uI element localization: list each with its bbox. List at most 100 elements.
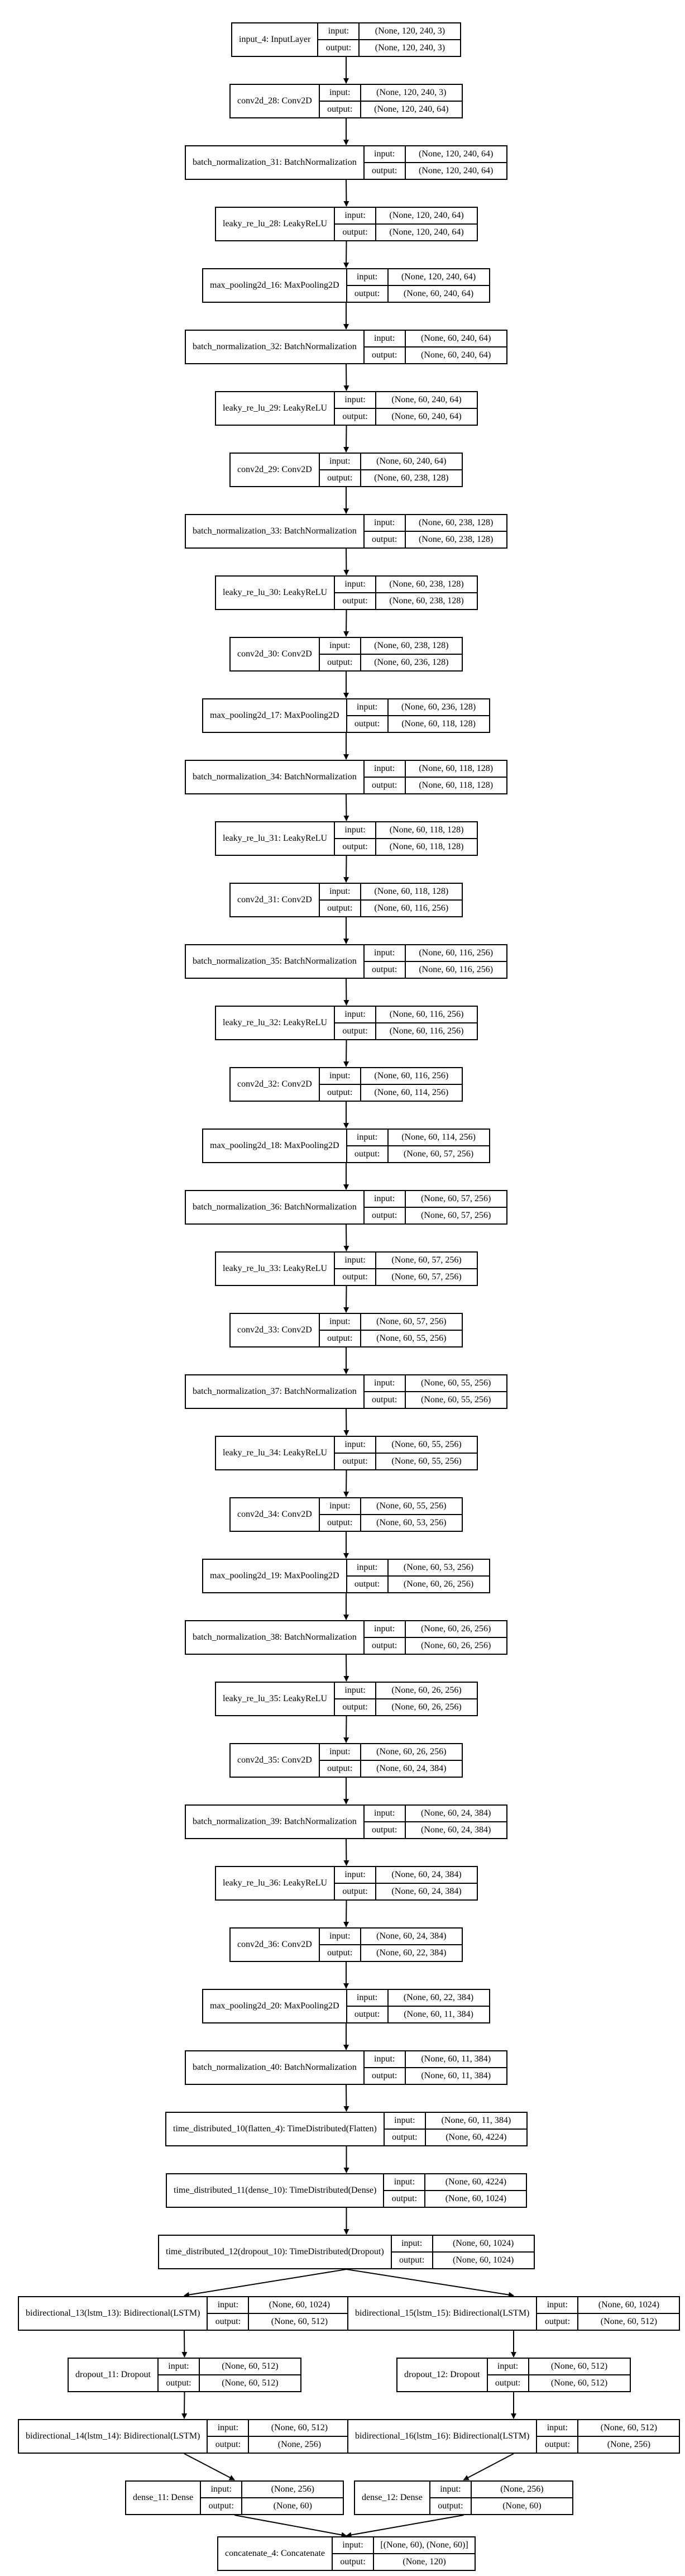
output-label: output: xyxy=(365,163,406,179)
output-label: output: xyxy=(320,1331,361,1346)
output-shape: (None, 60, 116, 256) xyxy=(389,1026,464,1036)
edge-n41-n43 xyxy=(184,2453,235,2480)
input-shape: (None, 60, 114, 256) xyxy=(401,1132,476,1142)
edge-n36-n38 xyxy=(346,2269,514,2298)
input-label: input: xyxy=(335,392,377,408)
output-row: output: (None, 60, 512) xyxy=(487,2374,630,2391)
layer-name: concatenate_4: Concatenate xyxy=(218,2537,333,2570)
layer-shape-table: input:(None, 60, 240, 64)output:(None, 6… xyxy=(364,331,506,363)
output-label: output: xyxy=(201,2498,243,2514)
input-shape: (None, 60, 512) xyxy=(550,2361,608,2371)
input-row: input:(None, 120, 240, 64) xyxy=(347,269,489,285)
input-label: input: xyxy=(365,146,406,162)
output-row: output:(None, 60, 55, 256) xyxy=(319,1330,462,1346)
output-shape: (None, 120, 240, 64) xyxy=(374,104,449,114)
output-shape: (None, 60, 238, 128) xyxy=(374,473,449,483)
layer-node-batch-normalization-32: batch_normalization_32: BatchNormalizati… xyxy=(185,330,507,364)
output-label: output: xyxy=(537,2314,579,2330)
input-shape: (None, 60, 53, 256) xyxy=(403,1563,474,1572)
output-shape: (None, 60, 118, 128) xyxy=(389,842,464,851)
layer-shape-table: input:(None, 60, 116, 256)output:(None, … xyxy=(335,1007,477,1039)
input-label: input: xyxy=(385,2113,426,2129)
input-label: input: xyxy=(384,2174,426,2190)
input-shape: (None, 60, 1024) xyxy=(269,2300,330,2310)
layer-shape-table: input:(None, 60, 26, 256)output:(None, 6… xyxy=(319,1744,462,1777)
output-shape: (None, 60, 512) xyxy=(222,2378,279,2388)
edge-n3-n4 xyxy=(343,241,349,268)
input-row: input:(None, 60, 118, 128) xyxy=(320,884,462,899)
edge-n6-n7 xyxy=(343,425,349,453)
output-row: output:(None, 60, 24, 384) xyxy=(364,1821,506,1838)
input-shape: (None, 60, 24, 384) xyxy=(421,1808,491,1818)
layer-shape-table: input:(None, 60, 11, 384)output:(None, 6… xyxy=(384,2113,526,2145)
layer-name: batch_normalization_40: BatchNormalizati… xyxy=(186,2051,365,2084)
input-row: input:(None, 60, 116, 256) xyxy=(335,1007,477,1022)
output-row: output: (None, 60, 512) xyxy=(158,2374,300,2391)
output-label: output: xyxy=(159,2375,200,2391)
output-row: output:(None, 60, 55, 256) xyxy=(335,1453,477,1469)
input-shape: (None, 120, 240, 64) xyxy=(419,149,494,159)
input-label: input: xyxy=(488,2359,529,2374)
output-label: output: xyxy=(392,2253,433,2268)
layer-shape-table: input:(None, 120, 240, 64)output:(None, … xyxy=(347,269,489,302)
output-shape: (None, 60, 116, 256) xyxy=(419,965,494,974)
layer-name: batch_normalization_37: BatchNormalizati… xyxy=(186,1375,365,1408)
output-row: output:(None, 60, 1024) xyxy=(391,2251,534,2268)
input-shape: (None, 60, 55, 256) xyxy=(421,1378,491,1388)
layer-shape-table: input:(None, 60, 512)output:(None, 256) xyxy=(537,2420,679,2453)
input-label: input: xyxy=(347,1130,389,1145)
input-shape: (None, 60, 26, 256) xyxy=(391,1685,462,1695)
output-row: output:(None, 60, 118, 128) xyxy=(335,838,477,855)
output-label: output: xyxy=(320,655,361,670)
input-shape: (None, 60, 55, 256) xyxy=(376,1501,447,1511)
input-label: input: xyxy=(320,638,361,654)
output-row: output:(None, 60, 11, 384) xyxy=(347,2006,489,2022)
layer-name: conv2d_34: Conv2D xyxy=(231,1498,320,1531)
input-row: input:(None, 60, 11, 384) xyxy=(385,2113,526,2129)
input-label: input: xyxy=(320,454,361,469)
layer-shape-table: input:(None, 60, 118, 128)output:(None, … xyxy=(335,822,477,855)
layer-node-batch-normalization-37: batch_normalization_37: BatchNormalizati… xyxy=(185,1374,507,1409)
output-row: output:(None, 60) xyxy=(430,2497,572,2514)
output-label: output: xyxy=(365,347,406,363)
output-shape: (None, 60, 512) xyxy=(550,2378,608,2388)
input-label: input: xyxy=(365,945,406,961)
output-row: output:(None, 60, 118, 128) xyxy=(347,715,489,732)
layer-shape-table: input:(None, 60, 116, 256)output:(None, … xyxy=(319,1068,462,1101)
input-shape: (None, 120, 240, 64) xyxy=(389,211,464,220)
edge-n22-n23 xyxy=(343,1408,349,1436)
layer-shape-table: input:(None, 60, 118, 128)output:(None, … xyxy=(319,884,462,916)
layer-shape-table: input:(None, 60, 57, 256)output:(None, 6… xyxy=(335,1253,477,1285)
output-label: output: xyxy=(365,778,406,793)
input-label: input: xyxy=(159,2359,200,2374)
layer-node-time-distributed-10-flatten-4: time_distributed_10(flatten_4): TimeDist… xyxy=(165,2112,528,2146)
layer-shape-table: input:(None, 120, 240, 64)output:(None, … xyxy=(364,146,506,179)
input-row: input:(None, 60, 11, 384) xyxy=(365,2051,506,2067)
input-row: input: (None, 60, 512) xyxy=(488,2359,630,2374)
layer-shape-table: input:(None, 60, 55, 256)output:(None, 6… xyxy=(335,1437,477,1469)
output-row: output:(None, 256) xyxy=(208,2436,350,2453)
output-label: output: xyxy=(488,2375,529,2391)
input-shape: (None, 60, 1024) xyxy=(452,2239,514,2248)
output-label: output: xyxy=(365,1208,406,1223)
output-row: output:(None, 60, 512) xyxy=(537,2313,679,2330)
input-label: input: xyxy=(365,331,406,346)
edge-n36-n37 xyxy=(184,2269,347,2298)
output-label: output: xyxy=(335,1699,377,1715)
input-label: input: xyxy=(208,2420,250,2436)
input-row: input:(None, 120, 240, 3) xyxy=(318,23,460,39)
input-shape: (None, 120, 240, 3) xyxy=(375,26,446,36)
layer-node-bidirectional-15-lstm-15: bidirectional_15(lstm_15): Bidirectional… xyxy=(347,2296,681,2331)
layer-shape-table: input:(None, 60, 24, 384)output:(None, 6… xyxy=(364,1806,506,1838)
input-label: input: xyxy=(335,1007,377,1022)
layer-name: leaky_re_lu_35: LeakyReLU xyxy=(216,1683,336,1715)
output-shape: (None, 60, 4224) xyxy=(446,2132,507,2142)
